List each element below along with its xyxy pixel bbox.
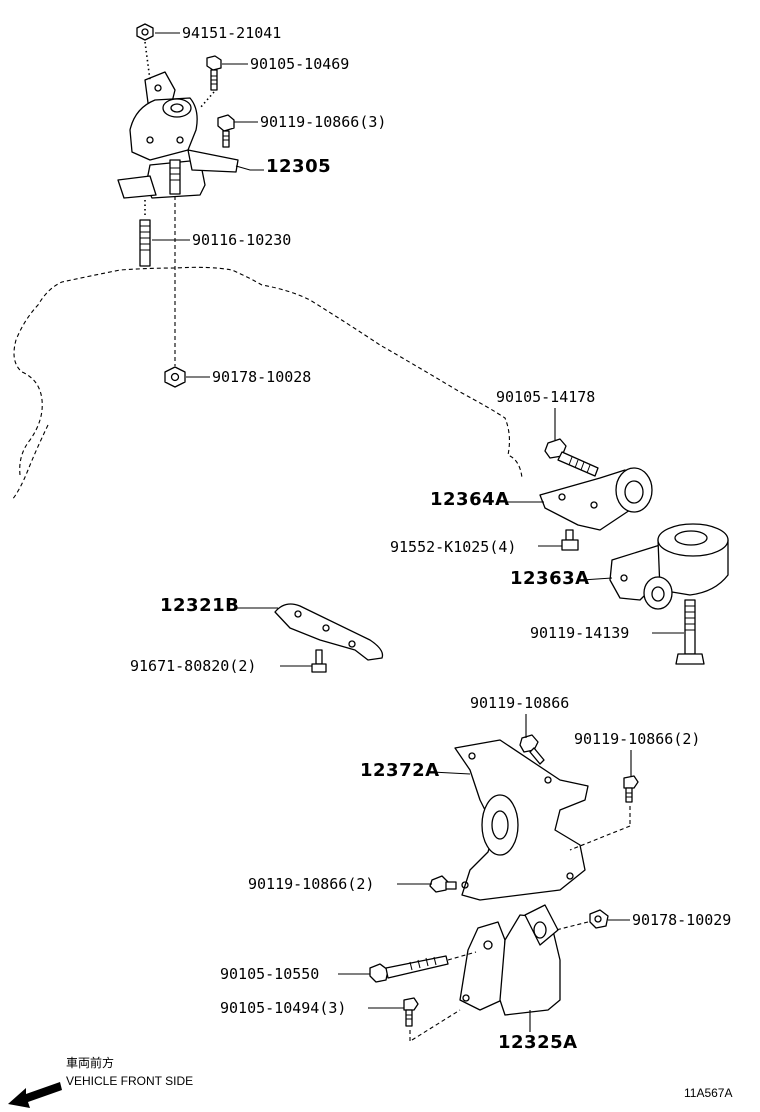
part-label-90105-14178[interactable]: 90105-14178 bbox=[496, 388, 596, 406]
part-label-12305[interactable]: 12305 bbox=[266, 156, 332, 177]
vehicle-front-label-jp: 車両前方 bbox=[66, 1056, 115, 1070]
bolt-90105-10469 bbox=[206, 55, 222, 91]
leader-lines bbox=[152, 32, 684, 1032]
bracket-12325A bbox=[459, 904, 561, 1016]
part-label-90105-10550[interactable]: 90105-10550 bbox=[220, 965, 320, 983]
part-label-91671-80820-2[interactable]: 91671-80820(2) bbox=[130, 657, 257, 675]
bolt-90119-10866-2b bbox=[429, 875, 457, 893]
bracket-12372A bbox=[454, 739, 589, 901]
assembly-line bbox=[199, 91, 215, 109]
bolt-90119-10866-2a bbox=[623, 775, 639, 803]
bolt-90105-10494-3 bbox=[403, 997, 419, 1027]
mount-stud bbox=[169, 159, 181, 195]
transmission-case-outline bbox=[13, 266, 523, 479]
part-label-90119-10866[interactable]: 90119-10866 bbox=[470, 694, 570, 712]
figure-code: 11A567A bbox=[684, 1086, 733, 1100]
bolt-90105-10550 bbox=[369, 955, 449, 983]
assembly-line bbox=[555, 921, 589, 931]
vehicle-front-label: VEHICLE FRONT SIDE bbox=[66, 1074, 194, 1088]
bolt-91671-80820-2 bbox=[311, 649, 327, 673]
part-label-12372A[interactable]: 12372A bbox=[360, 760, 440, 781]
bolt-90119-14139 bbox=[675, 599, 705, 665]
mount-12363A bbox=[609, 523, 729, 610]
part-label-90105-10494-3[interactable]: 90105-10494(3) bbox=[220, 999, 347, 1017]
assembly-line bbox=[411, 1009, 461, 1041]
part-label-90116-10230[interactable]: 90116-10230 bbox=[192, 231, 292, 249]
bracket-12364A bbox=[539, 467, 653, 531]
part-label-12364A[interactable]: 12364A bbox=[430, 489, 510, 510]
part-label-90178-10029[interactable]: 90178-10029 bbox=[632, 911, 732, 929]
part-label-90178-10028[interactable]: 90178-10028 bbox=[212, 368, 312, 386]
assembly-line bbox=[447, 951, 477, 961]
bolt-91552-K1025-4 bbox=[561, 529, 579, 551]
part-label-12363A[interactable]: 12363A bbox=[510, 568, 590, 589]
part-label-90119-10866-2a[interactable]: 90119-10866(2) bbox=[574, 730, 701, 748]
bolt-90119-10866-3 bbox=[217, 114, 235, 148]
part-label-91552-K1025-4[interactable]: 91552-K1025(4) bbox=[390, 538, 517, 556]
part-label-94151-21041[interactable]: 94151-21041 bbox=[182, 24, 282, 42]
transmission-case-lower bbox=[11, 424, 49, 501]
nut-94151-21041 bbox=[136, 23, 154, 41]
arrow-icon bbox=[8, 1082, 62, 1108]
nut-90178-10029 bbox=[589, 909, 609, 929]
part-label-12321B[interactable]: 12321B bbox=[160, 595, 240, 616]
nut-90178-10028 bbox=[164, 366, 186, 388]
assembly-line bbox=[569, 825, 631, 851]
bolt-90119-10866 bbox=[519, 734, 545, 765]
stud-90116-10230 bbox=[139, 219, 151, 267]
part-label-90105-10469[interactable]: 90105-10469 bbox=[250, 55, 350, 73]
part-label-12325A[interactable]: 12325A bbox=[498, 1032, 578, 1053]
bolt-90105-14178 bbox=[544, 438, 599, 477]
assembly-line bbox=[144, 41, 151, 81]
plate-12321B bbox=[274, 603, 384, 661]
part-label-90119-10866-2b[interactable]: 90119-10866(2) bbox=[248, 875, 375, 893]
part-label-90119-14139[interactable]: 90119-14139 bbox=[530, 624, 630, 642]
part-label-90119-10866-3[interactable]: 90119-10866(3) bbox=[260, 113, 387, 131]
